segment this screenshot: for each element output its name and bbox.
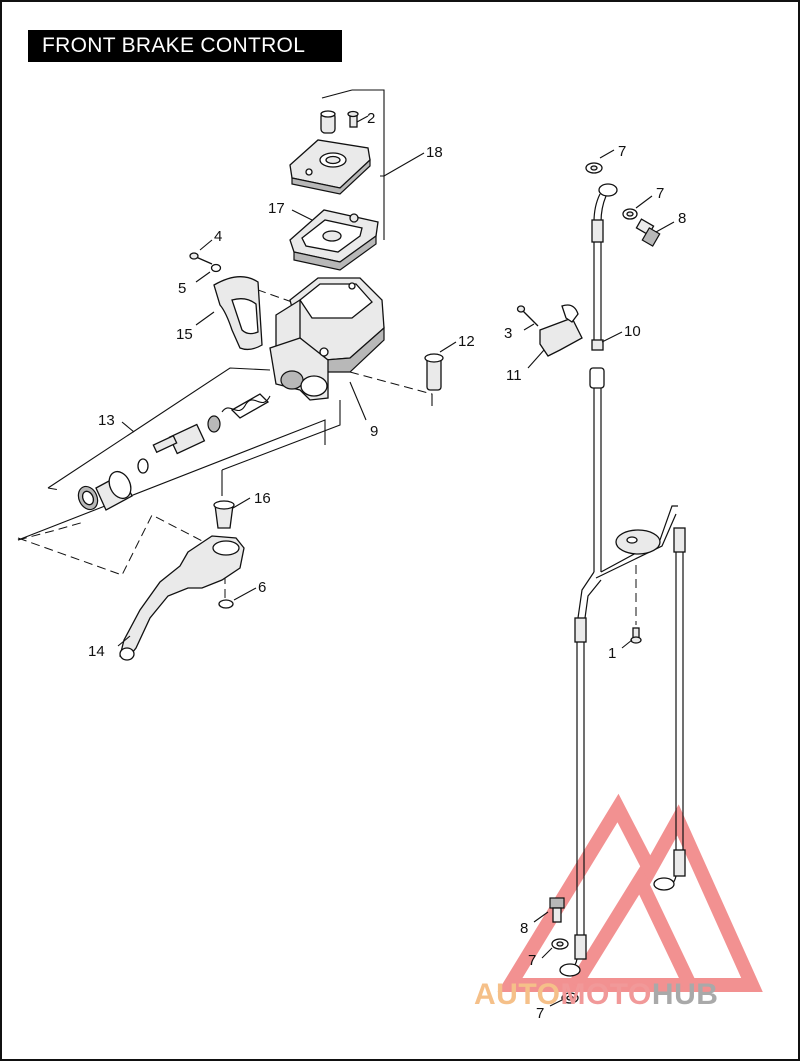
callout-8-lower: 8: [520, 920, 528, 937]
part-7-washer-lower-b: [561, 992, 579, 1004]
part-8-banjo-bolt-lower: [549, 897, 565, 923]
part-5-washer: [210, 263, 222, 273]
watermark-part-moto: MOTO: [560, 978, 652, 1011]
part-18-reservoir-cover: [289, 139, 371, 195]
callout-12: 12: [458, 333, 475, 350]
callout-9: 9: [370, 423, 378, 440]
callout-15: 15: [176, 326, 193, 343]
callout-14: 14: [88, 643, 105, 660]
callout-17: 17: [268, 200, 285, 217]
part-7-washer-upper-a: [585, 162, 603, 174]
part-7-washer-upper-b: [622, 208, 638, 220]
part-6-clip: [218, 599, 234, 609]
callout-7-lower-b: 7: [536, 1005, 544, 1022]
part-14-lever: [119, 535, 245, 661]
callout-7-lower-a: 7: [528, 952, 536, 969]
watermark-text: AUTOMOTOHUB: [474, 978, 718, 1012]
part-13-piston-assembly: [77, 393, 271, 511]
part-7-washer-lower-a: [551, 938, 569, 950]
part-11-hose-clamp: [539, 304, 583, 357]
part-17-diaphragm: [289, 209, 379, 271]
callout-6: 6: [258, 579, 266, 596]
callout-leaders: [117, 115, 675, 1007]
callout-18: 18: [426, 144, 443, 161]
part-15-clamp: [213, 276, 263, 351]
callout-1: 1: [608, 645, 616, 662]
callout-5: 5: [178, 280, 186, 297]
callout-10: 10: [624, 323, 641, 340]
reservoir-cap-plug: [320, 110, 336, 134]
watermark-part-hub: HUB: [651, 978, 719, 1011]
part-10-brake-hose: [559, 183, 686, 977]
watermark-part-auto: AUTO: [474, 978, 561, 1011]
callout-16: 16: [254, 490, 271, 507]
callout-7-upper-a: 7: [618, 143, 626, 160]
watermark-logo: [497, 793, 763, 992]
assembly-lines: [17, 89, 637, 625]
part-2-screw: [347, 110, 359, 128]
callout-13: 13: [98, 412, 115, 429]
callout-8-upper: 8: [678, 210, 686, 227]
callout-labels: 2 18 17 4 5 15 12 9 13 16 6 14 3 11 10 7…: [88, 110, 686, 1022]
callout-3: 3: [504, 325, 512, 342]
callout-4: 4: [214, 228, 222, 245]
part-9-master-cylinder-body: [269, 277, 385, 401]
callout-7-upper-b: 7: [656, 185, 664, 202]
part-16-bushing: [213, 500, 235, 529]
page-title: FRONT BRAKE CONTROL: [28, 30, 342, 62]
part-1-screw: [630, 627, 642, 644]
part-12-pivot-pin: [424, 353, 444, 391]
callout-11: 11: [506, 367, 522, 384]
part-3-screw: [516, 305, 539, 327]
part-8-banjo-bolt-upper: [635, 218, 661, 247]
callout-2: 2: [367, 110, 375, 127]
part-4-screw: [189, 252, 213, 265]
